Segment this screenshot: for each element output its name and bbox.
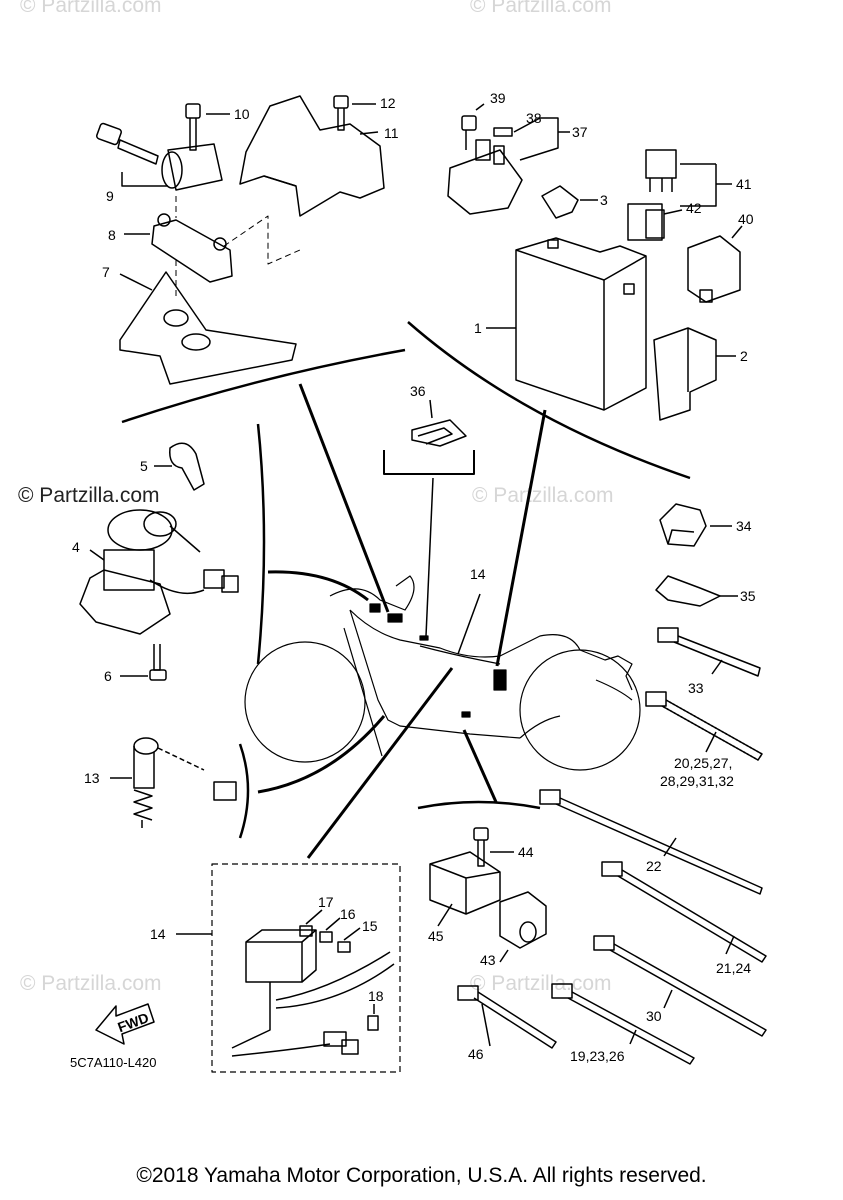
callout-13: 13 [84, 770, 100, 786]
callout-4: 4 [72, 539, 80, 555]
cable-tie-parts-20-32 [645, 691, 763, 761]
callout-37: 37 [572, 124, 588, 140]
cable-tie-parts-19-23-26 [551, 983, 695, 1065]
cable-tie-part-46 [457, 985, 557, 1049]
callout-8: 8 [108, 227, 116, 243]
callout-labels: 1 2 3 4 5 6 7 8 9 10 11 12 13 14 14 15 1… [70, 90, 756, 1070]
callout-16: 16 [340, 906, 356, 922]
mid-group-bracket [383, 450, 475, 475]
cover-part-11 [239, 95, 385, 217]
battery-band-part-2 [653, 327, 736, 421]
fuses-parts-15-17 [299, 909, 361, 953]
forward-arrow-icon [95, 1003, 155, 1045]
watermark-top-right: © Partzilla.com [470, 0, 612, 17]
cable-tie-part-30 [593, 935, 767, 1037]
screw-part-6 [120, 644, 167, 681]
cable-tie-parts-21-24 [601, 861, 767, 963]
callout-38: 38 [526, 110, 542, 126]
watermark-bottom-left: © Partzilla.com [20, 972, 162, 995]
callout-6: 6 [104, 668, 112, 684]
flasher-part-40 [687, 225, 743, 303]
watermark-top-left: © Partzilla.com [20, 0, 162, 17]
motorcycle-outline [244, 575, 641, 771]
top-right-group-bracket [407, 321, 691, 480]
callout-14-top: 14 [470, 566, 486, 582]
callout-30: 30 [646, 1008, 662, 1024]
callout-33: 33 [688, 680, 704, 696]
starter-relay-part-37 [447, 103, 570, 215]
battery-part-1 [486, 237, 647, 411]
callout-39: 39 [490, 90, 506, 106]
callout-5: 5 [140, 458, 148, 474]
callout-43: 43 [480, 952, 496, 968]
callout-44: 44 [518, 844, 534, 860]
callout-9: 9 [106, 188, 114, 204]
watermark-mid-right: © Partzilla.com [472, 484, 614, 507]
callout-40: 40 [738, 211, 754, 227]
callout-11: 11 [384, 125, 399, 141]
callout-17: 17 [318, 894, 334, 910]
cover-part-45 [429, 851, 501, 927]
key-part-9 [96, 122, 159, 165]
key-cylinder-part-9 [121, 143, 223, 191]
callout-1: 1 [474, 320, 482, 336]
clamp-part-36 [411, 399, 467, 447]
lower-left-group-bracket [238, 743, 250, 839]
stay-part-7 [119, 271, 297, 385]
cable-tie-part-33 [657, 627, 761, 677]
cable-tie-part-22 [539, 789, 763, 895]
callout-41: 41 [736, 176, 752, 192]
relay-part-41 [645, 149, 732, 207]
clamp-part-35 [655, 575, 738, 607]
callout-18: 18 [368, 988, 384, 1004]
bracket-part-8 [124, 213, 233, 283]
bottom-group-bracket [417, 800, 541, 810]
left-group-bracket [256, 423, 266, 665]
callout-12: 12 [380, 95, 396, 111]
diagram-code: 5C7A110-L420 [70, 1055, 157, 1070]
sensor-part-43 [499, 891, 547, 963]
callout-42: 42 [686, 200, 702, 216]
callout-35: 35 [740, 588, 756, 604]
callout-21-24: 21,24 [716, 960, 751, 976]
callout-45: 45 [428, 928, 444, 944]
callout-20-25-27: 20,25,27, [674, 755, 732, 771]
wire-harness-box [211, 863, 401, 1073]
fwd-label: FWD [115, 1009, 150, 1035]
callout-34: 34 [736, 518, 752, 534]
fuse-part-18 [367, 1004, 379, 1031]
key-blank-part-5 [154, 442, 205, 491]
callout-46: 46 [468, 1046, 484, 1062]
bolt-part-44 [473, 827, 514, 867]
top-left-group-bracket [121, 348, 406, 424]
bolt-part-10 [185, 103, 230, 151]
relay-part-42 [627, 203, 683, 241]
callout-7: 7 [102, 264, 110, 280]
callout-2: 2 [740, 348, 748, 364]
wire-harness-part-14 [176, 929, 395, 1057]
neutral-switch-part-13 [110, 737, 237, 828]
callout-14-box: 14 [150, 926, 166, 942]
callout-10: 10 [234, 106, 250, 122]
watermark-mid-left: © Partzilla.com [18, 484, 160, 507]
callout-28-29-31-32: 28,29,31,32 [660, 773, 734, 789]
watermark-bottom-right: © Partzilla.com [470, 972, 612, 995]
terminal-cover-part-3 [541, 185, 598, 219]
callout-19-23-26: 19,23,26 [570, 1048, 625, 1064]
callout-15: 15 [362, 918, 378, 934]
callout-3: 3 [600, 192, 608, 208]
callout-36: 36 [410, 383, 426, 399]
copyright-notice: ©2018 Yamaha Motor Corporation, U.S.A. A… [136, 1164, 707, 1187]
main-switch-part-4 [79, 509, 239, 635]
clamp-part-34 [659, 503, 732, 547]
screw-part-12 [333, 95, 376, 131]
callout-22: 22 [646, 858, 662, 874]
